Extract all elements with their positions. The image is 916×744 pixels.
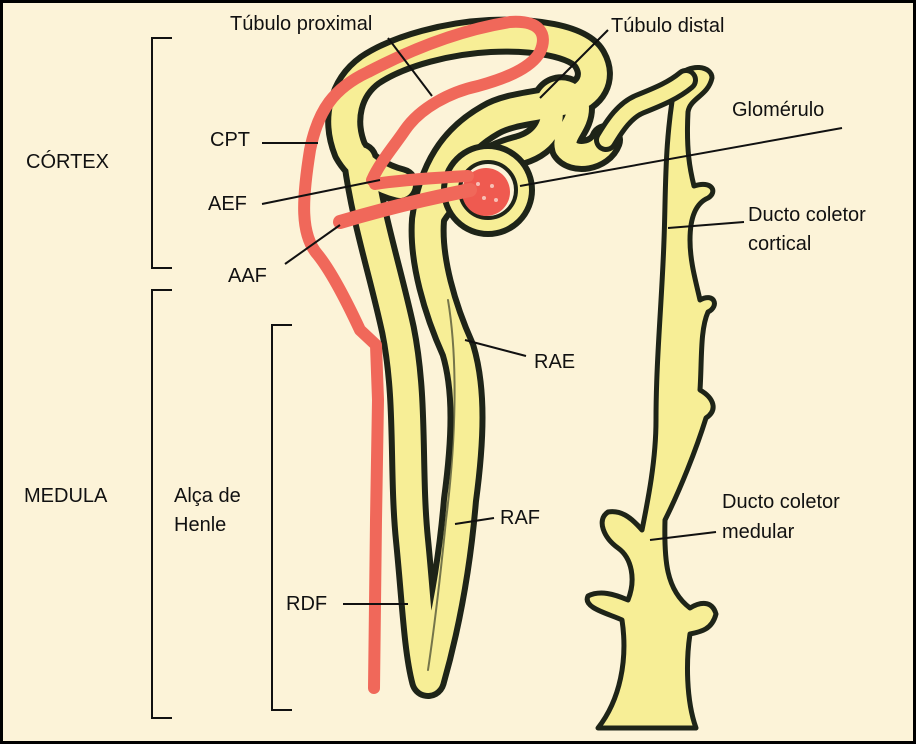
label-ducto-coletor-cortical-2: cortical	[748, 232, 811, 256]
label-rae: RAE	[534, 350, 575, 374]
label-ducto-coletor-cortical-1: Ducto coletor	[748, 203, 866, 227]
label-ducto-coletor-medular-2: medular	[722, 520, 794, 544]
label-aef: AEF	[208, 192, 247, 216]
collecting-duct	[587, 67, 716, 728]
label-rdf: RDF	[286, 592, 327, 616]
label-medula: MEDULA	[24, 484, 107, 508]
label-tubulo-proximal: Túbulo proximal	[230, 12, 372, 36]
cortex-bracket	[152, 38, 172, 268]
label-alca-de-henle-1: Alça de	[174, 484, 241, 508]
label-alca-de-henle-2: Henle	[174, 513, 226, 537]
label-cortex: CÓRTEX	[26, 150, 109, 174]
label-tubulo-distal: Túbulo distal	[611, 14, 724, 38]
label-raf: RAF	[500, 506, 540, 530]
medula-bracket	[152, 290, 172, 718]
label-ducto-coletor-medular-1: Ducto coletor	[722, 490, 840, 514]
label-glomerulo: Glomérulo	[732, 98, 824, 122]
label-cpt: CPT	[210, 128, 250, 152]
alca-de-henle-bracket	[272, 325, 292, 710]
label-aaf: AAF	[228, 264, 267, 288]
